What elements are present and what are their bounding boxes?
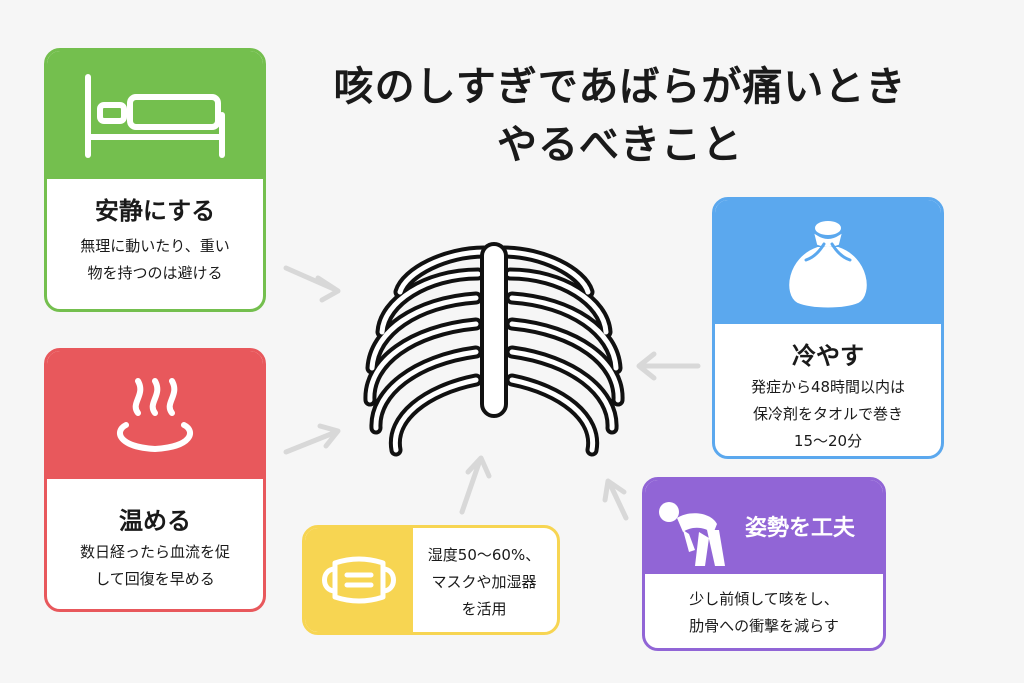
ribcage-icon — [363, 242, 625, 457]
mask-icon — [322, 556, 396, 604]
arrow-from-cool — [636, 351, 701, 381]
card-warm: 温める 数日経ったら血流を促 して回復を早める — [44, 348, 266, 612]
card-cool: 冷やす 発症から48時間以内は 保冷剤をタオルで巻き 15〜20分 — [712, 197, 944, 459]
card-cool-desc: 発症から48時間以内は 保冷剤をタオルで巻き 15〜20分 — [750, 378, 906, 450]
card-rest-heading: 安静にする — [94, 197, 216, 225]
card-humidity-band — [305, 528, 413, 632]
bed-icon — [85, 74, 225, 158]
arrow-from-posture — [602, 478, 629, 521]
bending-person-icon — [659, 502, 725, 566]
card-posture-desc: 少し前傾して咳をし、 肋骨への衝撃を減らす — [689, 590, 839, 635]
title-line-2: やるべきこと — [497, 122, 743, 168]
card-humidity: 湿度50〜60%、 マスクや加湿器 を活用 — [302, 525, 560, 635]
page-title: 咳のしすぎであばらが痛いとき やるべきこと — [290, 58, 950, 174]
card-posture-band: 姿勢を工夫 — [645, 480, 883, 574]
arrow-from-rest — [283, 265, 341, 303]
card-rest-band — [47, 51, 263, 179]
card-warm-desc: 数日経ったら血流を促 して回復を早める — [79, 543, 230, 588]
card-rest: 安静にする 無理に動いたり、重い 物を持つのは避ける — [44, 48, 266, 312]
card-humidity-desc: 湿度50〜60%、 マスクや加湿器 を活用 — [427, 546, 541, 618]
arrow-from-warm — [283, 423, 341, 455]
card-cool-heading: 冷やす — [792, 342, 864, 370]
ice-bag-icon — [789, 221, 867, 308]
card-rest-desc: 無理に動いたり、重い 物を持つのは避ける — [80, 237, 230, 282]
card-cool-band — [715, 200, 941, 324]
arrow-from-humid — [459, 455, 492, 515]
hot-spring-icon — [117, 378, 193, 453]
card-warm-heading: 温める — [119, 507, 191, 535]
card-posture: 姿勢を工夫 少し前傾して咳をし、 肋骨への衝撃を減らす — [642, 477, 886, 651]
card-posture-heading: 姿勢を工夫 — [745, 516, 856, 541]
card-warm-band — [47, 351, 263, 479]
title-line-1: 咳のしすぎであばらが痛いとき — [333, 64, 907, 110]
